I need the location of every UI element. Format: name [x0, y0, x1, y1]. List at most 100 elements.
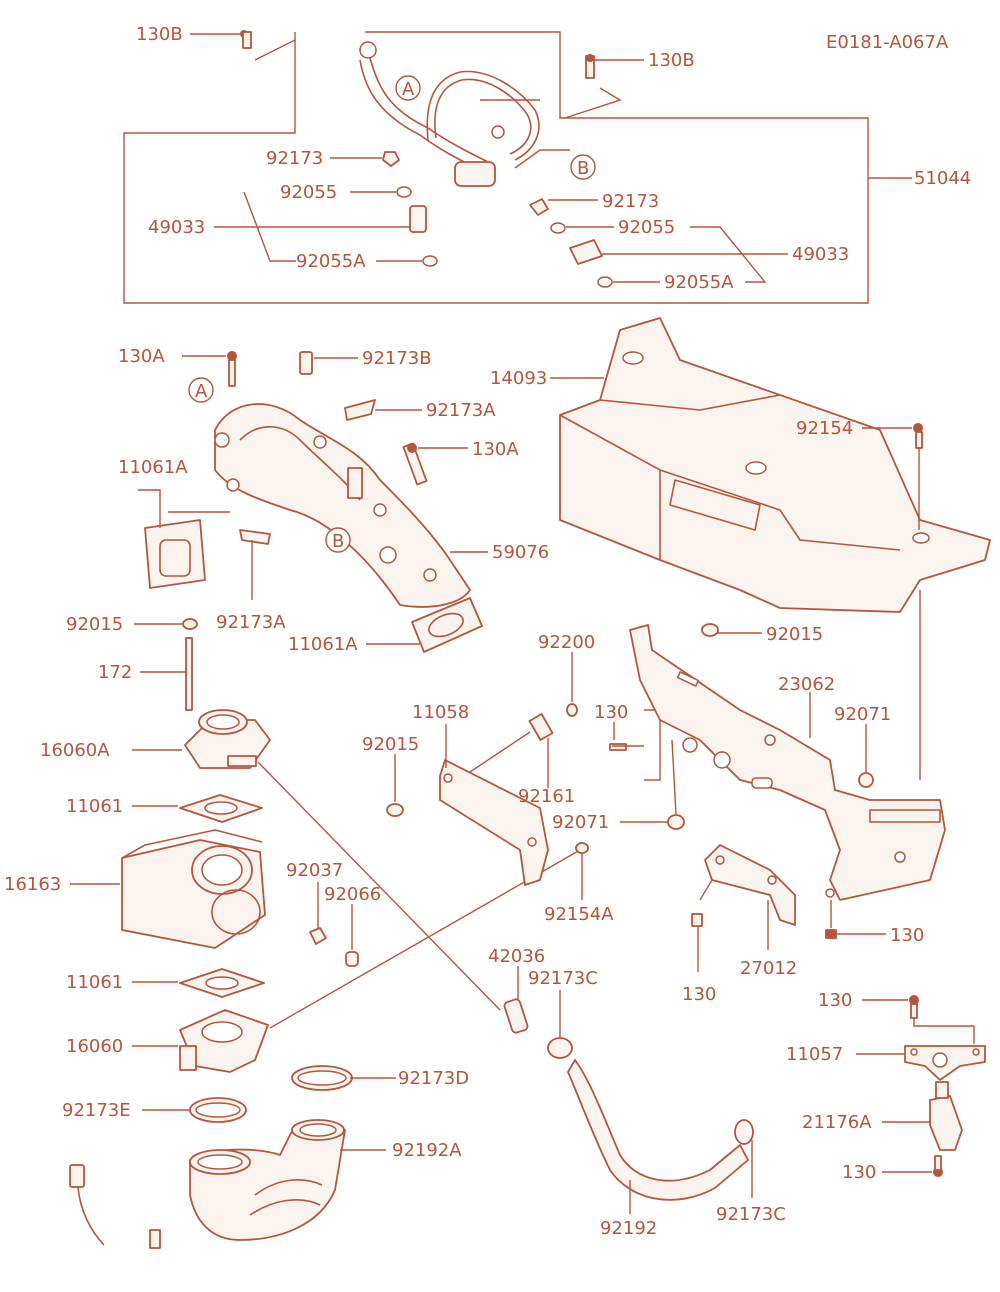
label-130-2: 130	[890, 925, 924, 946]
svg-text:B: B	[332, 531, 344, 552]
clip-92173-right	[529, 198, 549, 216]
spacer-92161	[528, 713, 554, 741]
label-92015-3: 92015	[766, 624, 823, 645]
bracket-11058	[439, 759, 549, 886]
label-172: 172	[98, 662, 132, 683]
label-16060: 16060	[66, 1036, 123, 1057]
callout-b-manifold	[325, 527, 351, 553]
washer-92055-left	[396, 186, 412, 198]
diagram-id: E0181-A067A	[826, 32, 949, 53]
label-92173b: 92173B	[362, 348, 432, 369]
label-92037: 92037	[286, 860, 343, 881]
label-92154: 92154	[796, 418, 853, 439]
bracket-23062	[629, 624, 946, 901]
label-92055a-2: 92055A	[664, 272, 734, 293]
label-51044: 51044	[914, 168, 971, 189]
label-92173-2: 92173	[602, 191, 659, 212]
connector-bottom-left	[69, 1164, 85, 1188]
stud-172	[185, 637, 193, 711]
label-92173d: 92173D	[398, 1068, 469, 1089]
sensor-92173b	[299, 351, 313, 375]
bolt-92154	[915, 431, 923, 449]
injector-49033-right	[569, 239, 603, 265]
label-92055a-1: 92055A	[296, 251, 366, 272]
nut-92015-mid	[386, 803, 404, 817]
nut-92015-right	[701, 623, 719, 637]
fuel-rail-group: 51044 130B 130B A B 92173 92055	[123, 24, 971, 304]
bracket-92173a-bottom	[239, 529, 271, 545]
grommet-92071-mid	[667, 814, 685, 830]
label-92055-2: 92055	[618, 217, 675, 238]
label-92055-1: 92055	[280, 182, 337, 203]
callout-b-top	[570, 154, 596, 180]
label-130a-2: 130A	[472, 439, 519, 460]
label-130-4: 130	[818, 990, 852, 1011]
fuel-connector	[454, 161, 496, 187]
nut-92015-left	[182, 618, 198, 630]
label-11061a-1: 11061A	[118, 457, 188, 478]
gasket-11061a-right	[411, 597, 483, 653]
bolt-130a-left	[228, 359, 236, 387]
pin-92066	[345, 951, 359, 967]
callout-a-manifold	[188, 377, 214, 403]
label-92071-2: 92071	[834, 704, 891, 725]
label-92192a: 92192A	[392, 1140, 462, 1161]
clip-92037	[309, 927, 327, 945]
label-49033-1: 49033	[148, 217, 205, 238]
bracket-27012	[704, 844, 796, 926]
bracket-92173a-top	[344, 399, 376, 421]
label-11061a-2: 11061A	[288, 634, 358, 655]
bolt-130-top-sensor	[910, 1003, 918, 1019]
label-16060a: 16060A	[40, 740, 110, 761]
hose-92192	[567, 1059, 749, 1201]
bolt-92154a	[575, 842, 589, 854]
label-92173e: 92173E	[62, 1100, 131, 1121]
label-92154a: 92154A	[544, 904, 614, 925]
label-92192: 92192	[600, 1218, 657, 1239]
label-14093: 14093	[490, 368, 547, 389]
label-11058: 11058	[412, 702, 469, 723]
bolt-130-bottom-sensor	[934, 1155, 942, 1171]
label-92173-1: 92173	[266, 148, 323, 169]
label-130a-1: 130A	[118, 346, 165, 367]
fuel-hose-a	[359, 59, 481, 171]
bracket-group: 11058 92015 92161 92200 130 92071 92154A	[362, 623, 946, 1005]
label-130-5: 130	[842, 1162, 876, 1183]
sensor-group: 130 11057 21176A 130	[786, 990, 986, 1183]
bolt-130-mid	[609, 743, 627, 751]
svg-text:A: A	[195, 381, 208, 402]
label-11061-1: 11061	[66, 796, 123, 817]
screw-bottom-left	[149, 1229, 161, 1249]
injector-49033-left	[409, 205, 427, 233]
label-92200: 92200	[538, 632, 595, 653]
label-21176a: 21176A	[802, 1112, 872, 1133]
washer-92055-right	[550, 222, 566, 234]
intake-manifold-group: 130A 92173B 92173A 130A 59076 A B 11061A	[118, 346, 549, 655]
intake-manifold-59076	[214, 403, 471, 608]
label-11061-2: 11061	[66, 972, 123, 993]
group-box-top	[365, 31, 869, 178]
grommet-92200	[566, 703, 578, 717]
bolt-130b-left	[242, 31, 252, 49]
label-92173a-2: 92173A	[216, 612, 286, 633]
label-92015-2: 92015	[362, 734, 419, 755]
label-42036: 42036	[488, 946, 545, 967]
label-130-1: 130	[594, 702, 628, 723]
label-92173c-2: 92173C	[716, 1204, 786, 1225]
label-92071-1: 92071	[552, 812, 609, 833]
bolt-130-lower	[691, 913, 703, 927]
washer-92055a-left	[422, 255, 438, 267]
washer-92055a-right	[597, 276, 613, 288]
label-130b-2: 130B	[648, 50, 695, 71]
clamp-92173c-left	[547, 1037, 573, 1059]
label-130-3: 130	[682, 984, 716, 1005]
grommet-92071-right	[858, 772, 874, 788]
clamp-92173c-right	[734, 1119, 754, 1145]
clip-92173-left	[382, 151, 400, 167]
sensor-21176a	[929, 1095, 963, 1151]
label-11057: 11057	[786, 1044, 843, 1065]
label-16163: 16163	[4, 874, 61, 895]
label-92066: 92066	[324, 884, 381, 905]
housing-14093	[559, 317, 991, 613]
